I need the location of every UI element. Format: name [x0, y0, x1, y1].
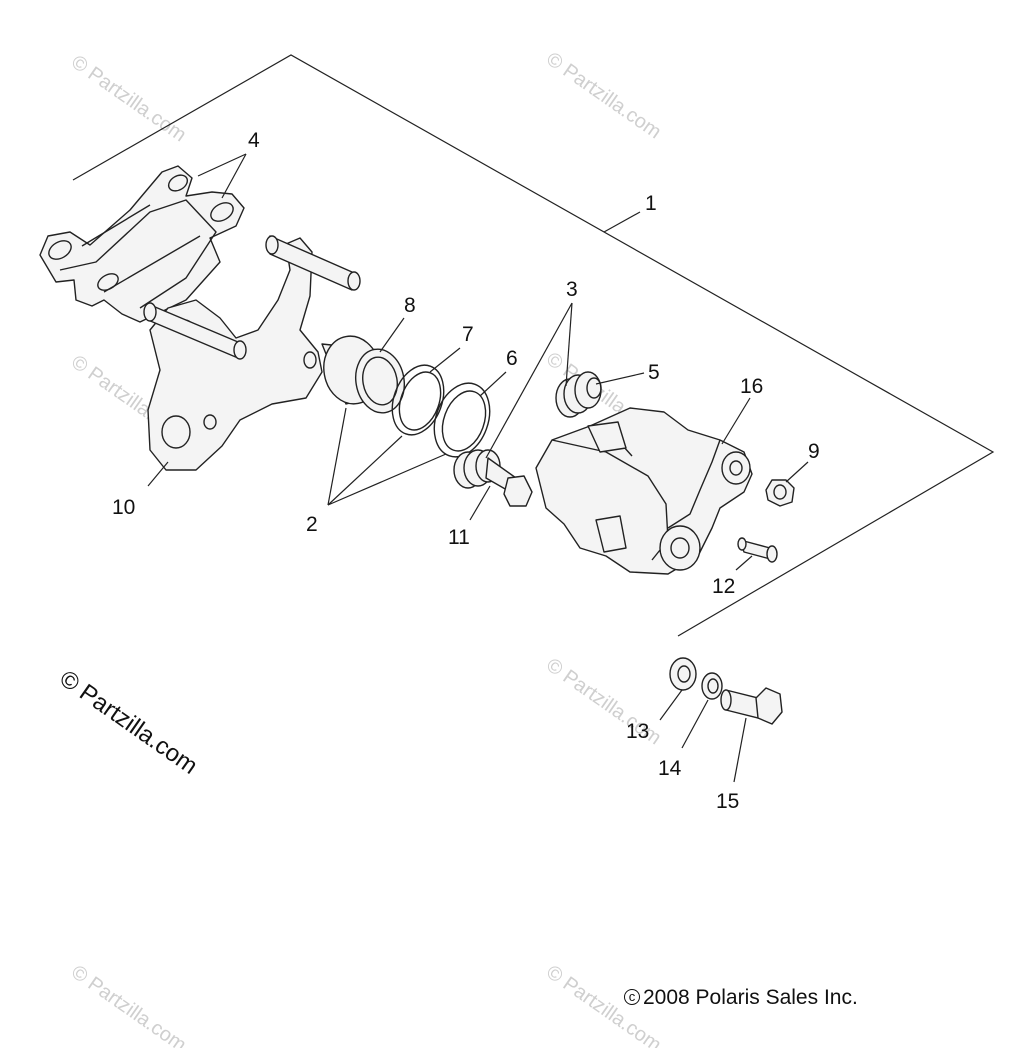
watermark-text: © Partzilla.com	[67, 961, 190, 1048]
callout-4: 4	[248, 129, 260, 152]
bleeder-valve-part	[737, 537, 778, 563]
leader-lines	[147, 153, 809, 783]
callout-7: 7	[462, 323, 474, 346]
callout-15: 15	[716, 790, 739, 813]
callout-16: 16	[740, 375, 763, 398]
callout-5: 5	[648, 361, 660, 384]
caliper-body-part	[535, 407, 753, 575]
callout-10: 10	[112, 496, 135, 519]
assembly-bracket	[72, 54, 995, 637]
watermark-text: © Partzilla.com	[67, 51, 190, 146]
bolt-part	[720, 687, 783, 725]
callout-labels: 1 2 3 4 5 6 7 8 9 10 11 12 13 14 15 16	[112, 129, 820, 813]
boot-part	[555, 371, 602, 418]
copyright-symbol: c	[624, 989, 640, 1005]
copyright-text: 2008 Polaris Sales Inc.	[643, 986, 858, 1009]
brake-pads-part	[39, 165, 245, 323]
piston-part	[321, 335, 405, 414]
callout-11: 11	[448, 526, 470, 549]
nut-part	[765, 479, 795, 507]
callout-1: 1	[645, 192, 657, 215]
callout-6: 6	[506, 347, 518, 370]
callout-2: 2	[306, 513, 318, 536]
dust-seal-part	[433, 382, 491, 458]
callout-12: 12	[712, 575, 735, 598]
callout-3: 3	[566, 278, 578, 301]
callout-13: 13	[626, 720, 649, 743]
watermark-text: © Partzilla.com	[542, 48, 665, 143]
lock-washer-part	[701, 672, 723, 700]
washer-part	[669, 657, 697, 691]
callout-8: 8	[404, 294, 416, 317]
caliper-bracket-part	[143, 235, 361, 471]
slide-pin-part	[453, 449, 533, 507]
piston-seal-part	[391, 364, 445, 436]
callout-9: 9	[808, 440, 820, 463]
callout-14: 14	[658, 757, 682, 780]
